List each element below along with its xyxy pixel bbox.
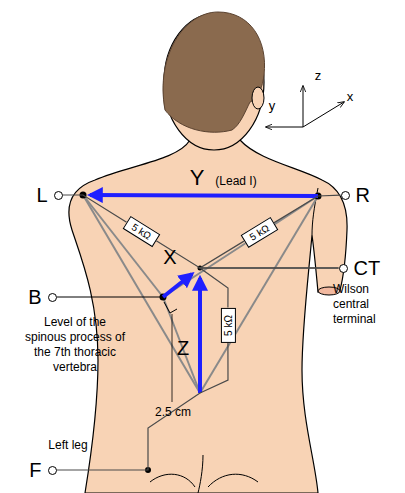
terminal-label: L bbox=[36, 185, 47, 205]
resistor-value: 5 kΩ bbox=[222, 315, 233, 336]
leader-line bbox=[172, 314, 173, 402]
terminal-wire bbox=[57, 297, 163, 298]
lead-line bbox=[163, 297, 200, 393]
body-crease bbox=[150, 474, 195, 487]
terminal-node: F bbox=[48, 466, 57, 475]
lead-vector bbox=[90, 195, 318, 196]
lead-line bbox=[163, 196, 318, 297]
lead-line bbox=[200, 196, 318, 393]
axes bbox=[266, 86, 344, 127]
terminal-label: F bbox=[29, 460, 41, 480]
annotation-label: z bbox=[315, 68, 322, 84]
resistor-box: 5 kΩ bbox=[240, 217, 278, 248]
annotation-label: Left leg bbox=[48, 438, 87, 453]
axis bbox=[303, 86, 304, 127]
annotation-label: Y bbox=[190, 164, 205, 192]
annotation-label: Wilson central terminal bbox=[333, 282, 385, 327]
annotation-label: x bbox=[347, 89, 354, 105]
annotation-label: y bbox=[269, 98, 276, 114]
annotation-label: X bbox=[163, 245, 176, 270]
torso bbox=[69, 110, 347, 493]
body-crease bbox=[198, 455, 203, 493]
body-crease bbox=[208, 474, 258, 487]
lead-vectors bbox=[90, 195, 318, 393]
resistor-value: 5 kΩ bbox=[130, 221, 153, 241]
annotation-label: (Lead I) bbox=[215, 174, 256, 189]
hair bbox=[163, 12, 265, 132]
terminal-label: B bbox=[28, 287, 41, 307]
wire bbox=[200, 241, 339, 268]
ear bbox=[252, 87, 264, 109]
axis bbox=[266, 127, 303, 128]
terminal-label: R bbox=[356, 185, 370, 205]
annotation-label: Level of the spinous process of the 7th … bbox=[24, 315, 126, 375]
dimension-mark bbox=[164, 302, 177, 313]
lead-line bbox=[83, 195, 163, 297]
terminal-node: R bbox=[341, 191, 350, 200]
resistor-box: 5 kΩ bbox=[220, 308, 235, 343]
lead-lines bbox=[83, 195, 318, 393]
wire bbox=[274, 195, 341, 223]
annotation-label: 2.5 cm bbox=[155, 405, 191, 420]
lead-vector bbox=[198, 278, 202, 393]
terminal-node: L bbox=[54, 191, 63, 200]
electrode bbox=[145, 467, 151, 473]
axis bbox=[303, 102, 344, 127]
wire bbox=[200, 268, 339, 308]
resistor-box: 5 kΩ bbox=[123, 216, 160, 247]
terminal-label: CT bbox=[354, 258, 381, 278]
terminal-node: B bbox=[48, 293, 57, 302]
lead-vector bbox=[163, 274, 192, 297]
resistor-value: 5 kΩ bbox=[247, 222, 271, 242]
terminal-node: CT bbox=[339, 264, 348, 273]
annotation-label: Z bbox=[177, 336, 189, 361]
wire bbox=[63, 195, 127, 222]
electrode bbox=[80, 192, 87, 199]
lead-line bbox=[83, 195, 200, 393]
junction bbox=[198, 266, 203, 271]
